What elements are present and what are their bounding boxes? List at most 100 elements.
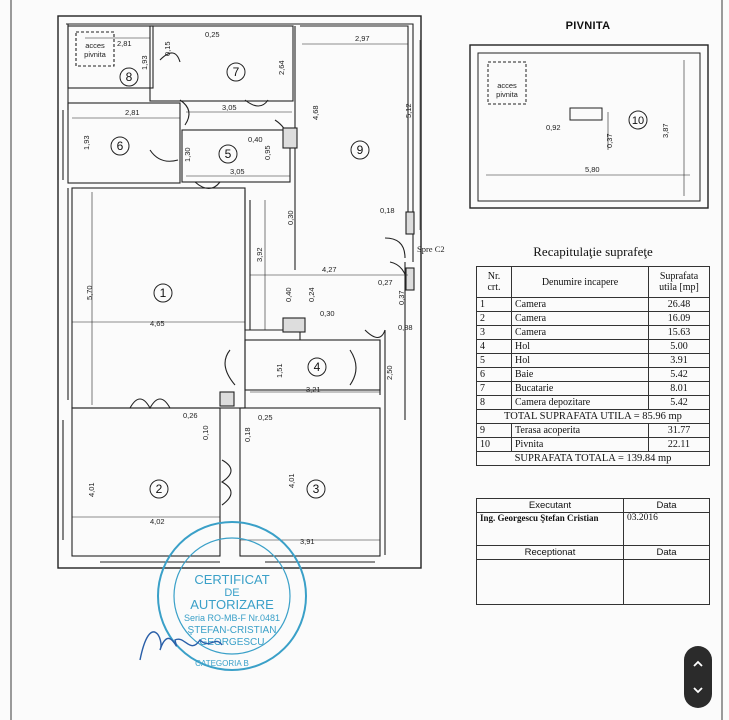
dim: 0,15	[163, 41, 172, 56]
recap-table: Nr. crt. Denumire incapere Suprafata uti…	[476, 266, 710, 466]
engineer-date: 03.2016	[623, 512, 710, 546]
stamp-line7: CATEGORIA B	[195, 659, 249, 668]
dim: 4,65	[150, 319, 165, 328]
basement-title: PIVNITA	[565, 20, 611, 32]
dim: 3,05	[230, 167, 245, 176]
access-label-1: acces	[85, 41, 105, 50]
executant-label: Executant	[476, 498, 624, 513]
cell-nr: 8	[476, 395, 512, 410]
header-area: Suprafata utila [mp]	[648, 266, 710, 298]
dim: 1,51	[275, 363, 284, 378]
basement-access-label-2: pivnita	[496, 90, 519, 99]
cell-area: 5.00	[648, 339, 710, 354]
access-label-2: pivnita	[84, 50, 107, 59]
page-edge-left	[10, 0, 12, 720]
cell-nr: 3	[476, 325, 512, 340]
basement-dim-width: 5,80	[585, 165, 600, 174]
cell-nr: 4	[476, 339, 512, 354]
cell-name: Pivnita	[511, 437, 649, 452]
dim: 3,05	[222, 103, 237, 112]
page-edge-right	[721, 0, 723, 720]
room-number-5: 5	[225, 147, 232, 161]
signature	[139, 631, 223, 661]
dim: 0,37	[397, 290, 406, 305]
cell-area: 5.42	[648, 367, 710, 382]
cell-name: Terasa acoperita	[511, 423, 649, 438]
dim: 1,93	[82, 135, 91, 150]
total: SUPRAFATA TOTALA = 139.84 mp	[476, 451, 710, 466]
scroll-navigation[interactable]	[684, 646, 712, 708]
dim: 4,01	[287, 473, 296, 488]
cell-nr: 5	[476, 353, 512, 368]
stamp-line4: Seria RO-MB-F Nr.0481	[184, 613, 280, 623]
dim: 0,30	[286, 210, 295, 225]
cell-name: Camera	[511, 325, 649, 340]
dim: 2,81	[125, 108, 140, 117]
dim: 0,24	[307, 287, 316, 302]
cell-name: Hol	[511, 353, 649, 368]
cell-area: 8.01	[648, 381, 710, 396]
room-number-2: 2	[156, 482, 163, 496]
chevron-up-icon[interactable]	[692, 658, 704, 670]
receptionat-label: Receptionat	[476, 545, 624, 560]
cell-nr: 10	[476, 437, 512, 452]
room-number-8: 8	[126, 70, 133, 84]
dim: 1,93	[140, 55, 149, 70]
dim: 0,40	[248, 135, 263, 144]
dim: 5,12	[404, 103, 413, 118]
cell-area: 22.11	[648, 437, 710, 452]
room-number-1: 1	[160, 286, 167, 300]
dim: 2,81	[117, 39, 132, 48]
dim: 4,27	[322, 265, 337, 274]
room-number-3: 3	[313, 482, 320, 496]
stamp-line2: DE	[224, 587, 239, 599]
cell-nr: 2	[476, 311, 512, 326]
dim: 0,95	[263, 145, 272, 160]
dim: 0,25	[258, 413, 273, 422]
dim: 0,26	[183, 411, 198, 420]
room-number-7: 7	[233, 65, 240, 79]
cell-name: Camera	[511, 311, 649, 326]
room-number-9: 9	[357, 143, 364, 157]
cell-nr: 6	[476, 367, 512, 382]
cell-area: 15.63	[648, 325, 710, 340]
total-util-row: TOTAL SUPRAFATA UTILA = 85.96 mp	[476, 409, 710, 424]
header-nr: Nr. crt.	[476, 266, 512, 298]
dim: 1,30	[183, 147, 192, 162]
room-number-6: 6	[117, 139, 124, 153]
dim: 0,30	[320, 309, 335, 318]
spre-c2-label: Spre C2	[417, 244, 445, 254]
signature-table: Executant Data Ing. Georgescu Ştefan Cri…	[476, 498, 710, 605]
cell-area: 16.09	[648, 311, 710, 326]
dim: 0,10	[201, 425, 210, 440]
recap-title: Recapitulaţie suprafeţe	[533, 244, 653, 259]
cell-name: Camera	[511, 297, 649, 312]
receptionat-date-cell	[623, 559, 710, 605]
dim: 4,02	[150, 517, 165, 526]
cell-name: Bucatarie	[511, 381, 649, 396]
dim: 2,64	[277, 60, 286, 75]
dim: 3,92	[255, 247, 264, 262]
cell-area: 26.48	[648, 297, 710, 312]
basement-dim-hole-w: 0,92	[546, 123, 561, 132]
cell-nr: 1	[476, 297, 512, 312]
room-8-walls	[67, 25, 154, 89]
dim: 0,25	[205, 30, 220, 39]
dim: 0,18	[380, 206, 395, 215]
chevron-down-icon[interactable]	[692, 684, 704, 696]
basement-dim-height: 3,87	[661, 123, 670, 138]
dim: 0,27	[378, 278, 393, 287]
room-number-4: 4	[314, 360, 321, 374]
dim: 4,68	[311, 105, 320, 120]
dim: 2,50	[385, 365, 394, 380]
cell-name: Hol	[511, 339, 649, 354]
stamp-line6: GEORGESCU	[199, 637, 264, 648]
receptionat-cell	[476, 559, 624, 605]
